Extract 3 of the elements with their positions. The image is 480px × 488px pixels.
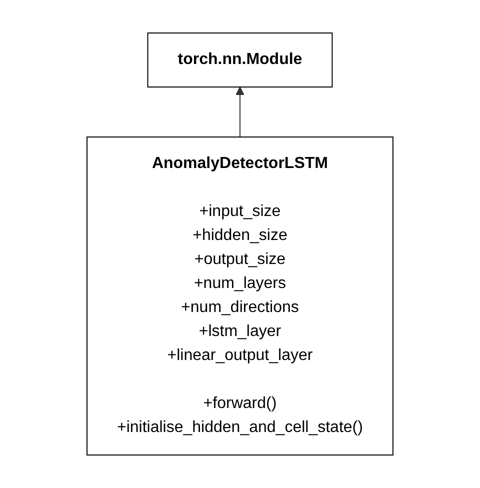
node-box: torch.nn.Module bbox=[147, 32, 333, 88]
node-box: AnomalyDetectorLSTM +input_size +hidden_size +output_size +num_layers +num_directions +lstm_layer +linear_output_layer +forward() +initialise_hidden_and_cell_state() bbox=[86, 136, 394, 456]
arrow bbox=[236, 86, 244, 138]
